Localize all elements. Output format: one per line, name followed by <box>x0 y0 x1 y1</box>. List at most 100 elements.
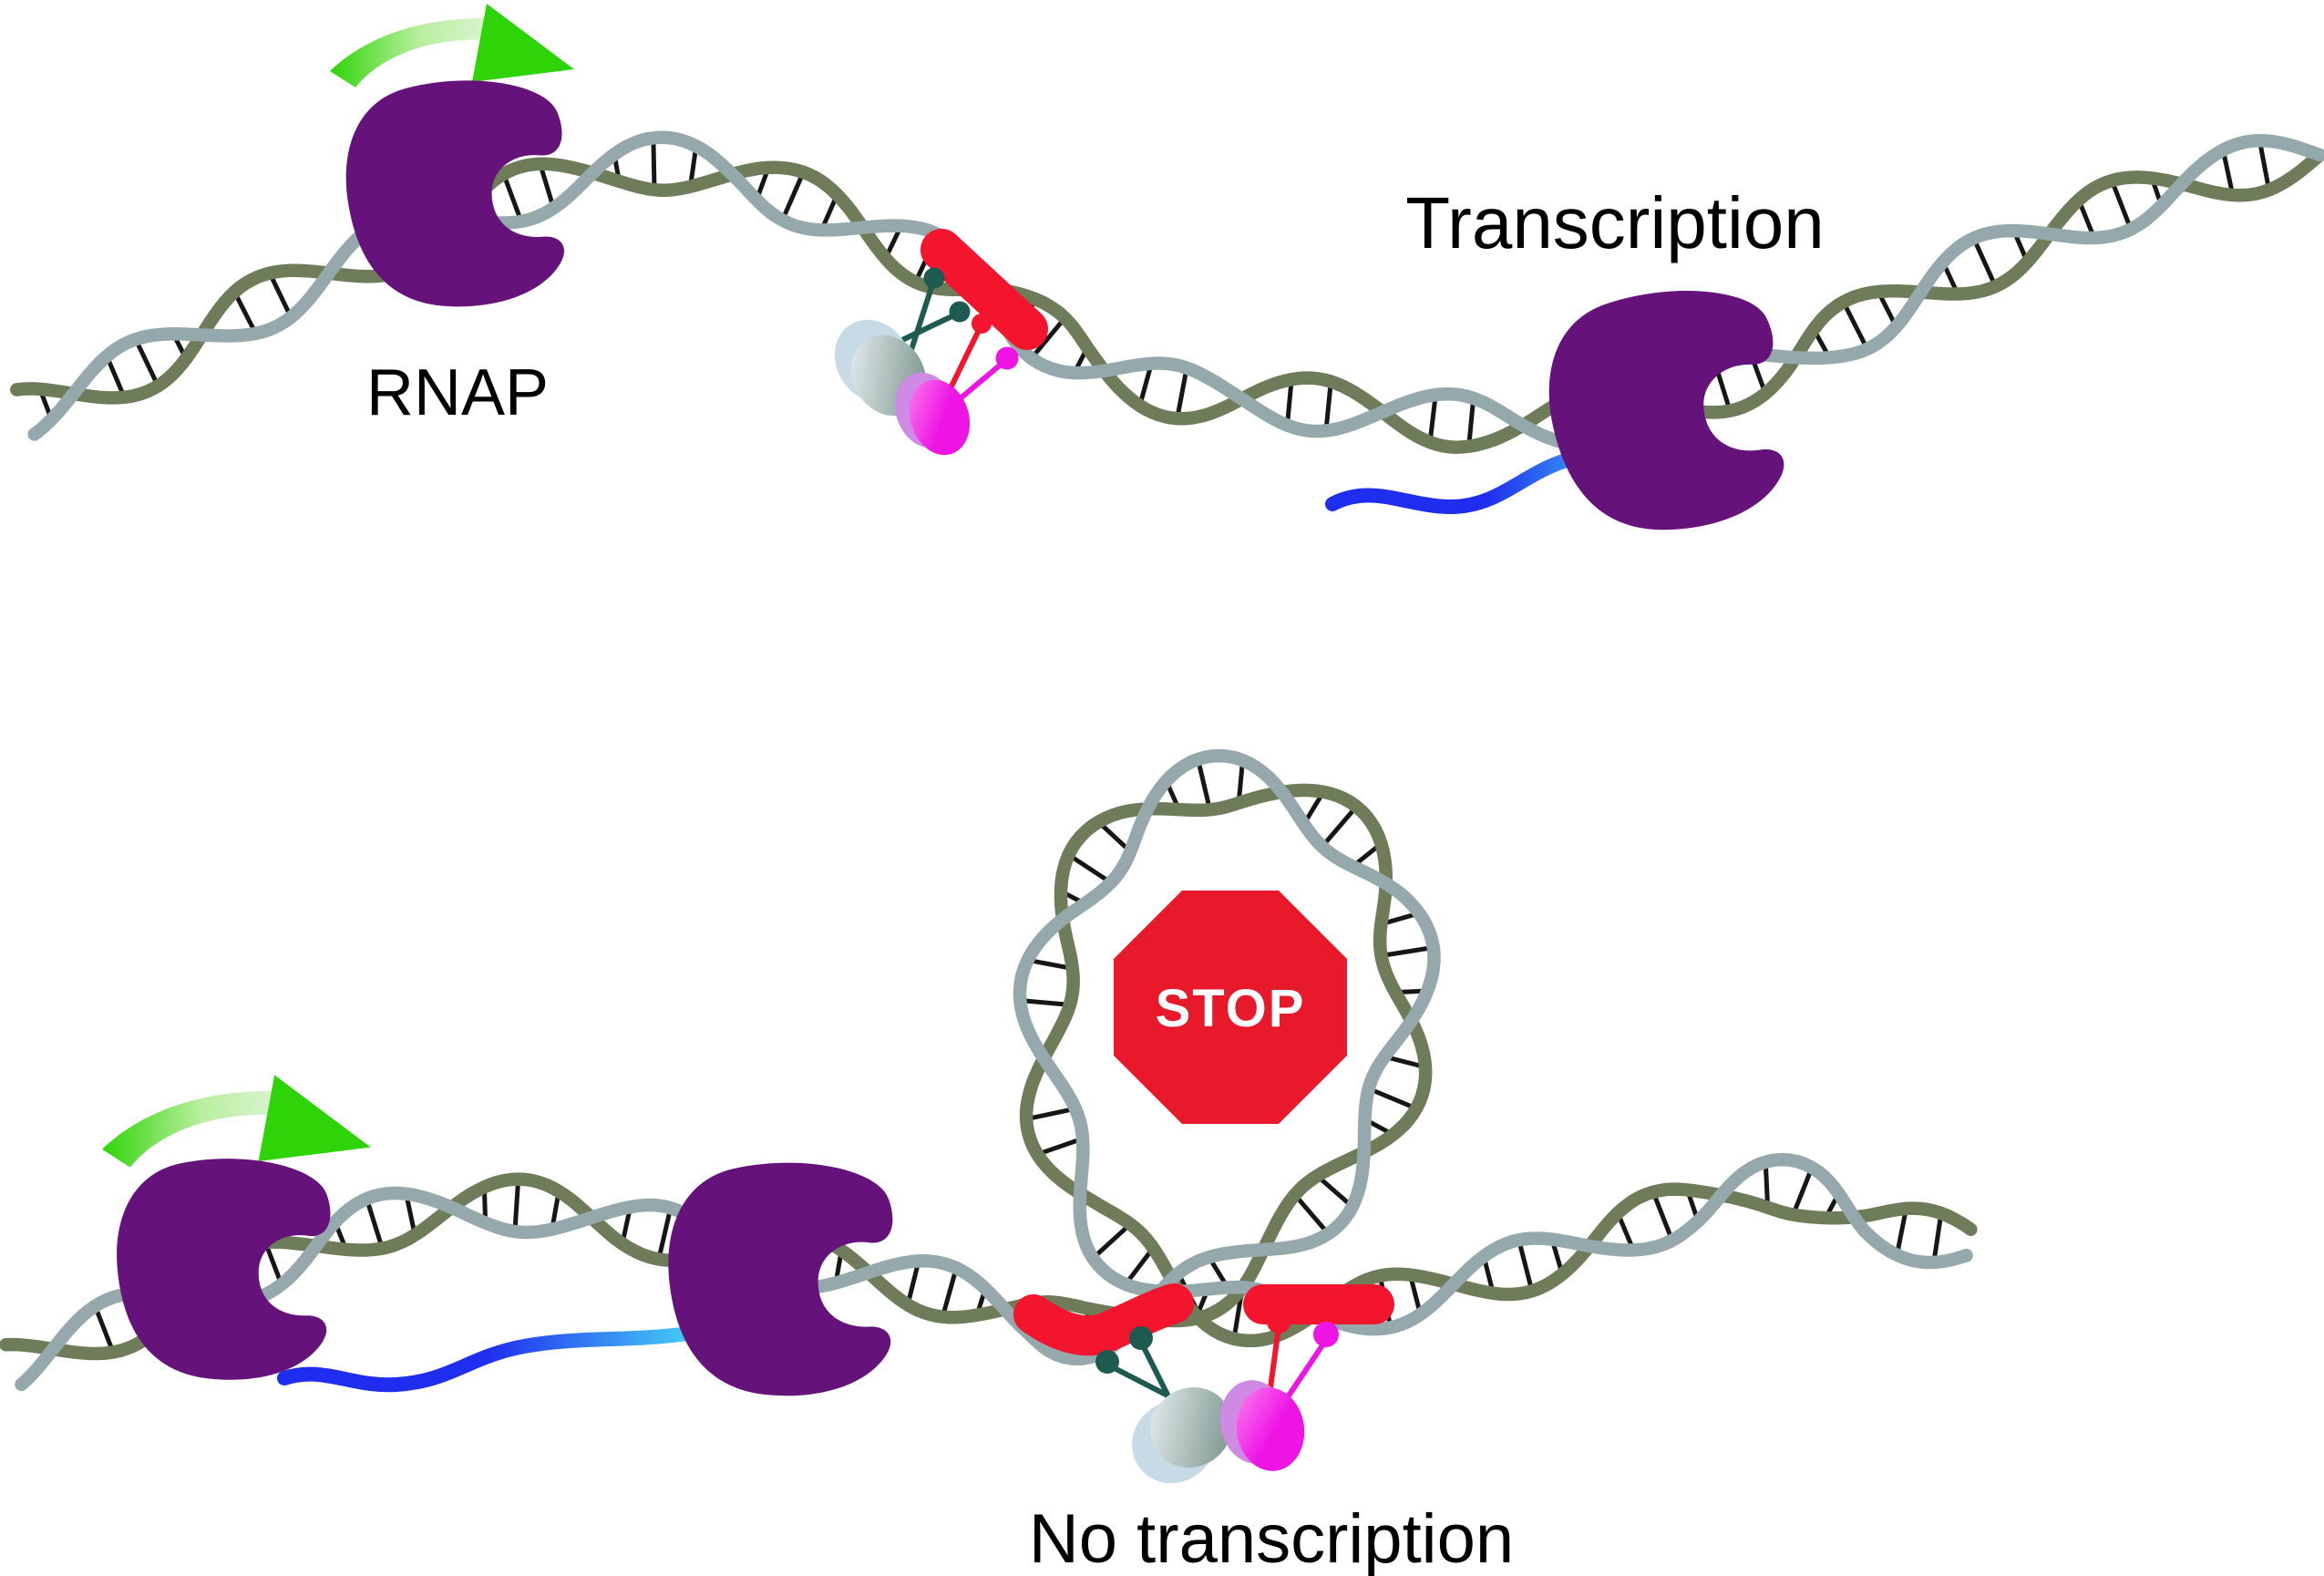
dna-base-pair-rung <box>1482 1259 1495 1291</box>
dna-base-pair-rung <box>820 197 838 228</box>
stop-sign-text: STOP <box>1156 979 1306 1038</box>
magenta-subunit <box>909 379 971 456</box>
dna-base-pair-rung <box>2012 232 2029 260</box>
dna-base-pair-rung <box>1237 764 1245 799</box>
dna-base-pair-rung <box>550 1194 560 1226</box>
dna-base-pair-rung <box>1517 1244 1533 1287</box>
dna-base-pair-rung <box>834 1252 844 1281</box>
teal-domain-dot <box>949 301 971 323</box>
dna-base-pair-rung <box>1813 331 1830 356</box>
dna-base-pair-rung <box>106 359 125 395</box>
dna-base-pair-rung <box>482 1190 488 1220</box>
dna-base-pair-rung <box>1383 912 1416 926</box>
dna-base-pair-rung <box>1932 1218 1943 1258</box>
dna-strand-olive <box>0 783 1978 1361</box>
dna-base-pair-rung <box>1385 945 1429 958</box>
rnap-enzyme-transcribing <box>1533 273 1804 549</box>
dna-base-pair-rung <box>1176 372 1188 415</box>
dna-base-pair-rung <box>503 178 522 218</box>
red-linker <box>946 322 984 395</box>
dna-base-pair-rung <box>512 1184 520 1227</box>
stop-sign: STOP <box>1114 891 1347 1124</box>
dna-base-pair-rung <box>2078 202 2095 235</box>
rnap-label: RNAP <box>366 356 549 429</box>
rna-transcript-bottom <box>277 1326 695 1393</box>
magenta-linker <box>1279 1337 1329 1409</box>
rotation-arrow-icon <box>330 4 574 88</box>
dna-base-pair-rung <box>1764 1166 1770 1203</box>
dna-base-pair-rung <box>1126 1250 1153 1282</box>
dna-base-pair-rung <box>1353 844 1380 867</box>
dna-base-pair-rung <box>1366 1118 1392 1136</box>
dna-base-pair-rung <box>1095 1225 1128 1257</box>
dna-base-pair-rung <box>234 294 256 331</box>
dna-base-pair-rung <box>1398 988 1424 994</box>
dna-base-pair-rung <box>1041 1138 1079 1156</box>
stop-sign-octagon <box>1114 891 1347 1124</box>
dna-base-pair-rung <box>405 1197 416 1231</box>
dna-base-pair-rung <box>756 170 770 198</box>
dna-base-pair-rung <box>539 167 555 205</box>
dna-base-pair-rung <box>1033 320 1064 356</box>
dna-base-pair-rung <box>270 276 292 314</box>
no-transcription-label: No transcription <box>1029 1500 1514 1576</box>
dna-base-pair-rung <box>1617 1215 1634 1248</box>
dna-base-pair-rung <box>782 176 804 217</box>
dna-base-pair-rung <box>2111 184 2132 226</box>
bottom-panel: STOP No transcription <box>0 748 1978 1576</box>
dna-base-pair-rung <box>1324 386 1333 427</box>
teal-domain-dot <box>1095 1350 1119 1374</box>
dna-base-pair-rung <box>1197 763 1211 806</box>
operator-site-left <box>1013 1283 1194 1356</box>
dna-strand-light <box>15 748 1973 1392</box>
dna-base-pair-rung <box>941 1272 958 1313</box>
dna-base-pair-rung <box>1793 1171 1813 1211</box>
dna-base-pair-rung <box>1296 1197 1327 1231</box>
dna-base-pair-rung <box>906 1264 920 1302</box>
dna-base-pair-rung <box>1319 1177 1351 1206</box>
dna-base-pair-rung <box>1409 1278 1422 1312</box>
dna-base-pair-rung <box>1373 1088 1413 1109</box>
gray-subunit <box>1149 1386 1233 1468</box>
dna-base-pair-rung <box>1100 823 1129 850</box>
dna-base-pair-rung <box>1895 1212 1908 1252</box>
dna-base-pair-rung <box>1030 1107 1072 1121</box>
dna-base-pair-rung <box>1466 402 1476 442</box>
red-domain-dot <box>1267 1310 1291 1334</box>
repressor-complex-bottom <box>1095 1310 1339 1484</box>
dna-base-pair-rung <box>885 228 902 256</box>
rotation-arrow-icon <box>102 1075 371 1168</box>
dna-base-pair-rung <box>1877 294 1897 324</box>
dna-base-pair-rung <box>1285 383 1294 421</box>
repressor-complex-top <box>834 267 1019 456</box>
teal-domain-dot <box>1129 1326 1153 1350</box>
magenta-domain-dot <box>995 346 1019 370</box>
dna-helix-bottom-with-loop <box>0 748 1978 1392</box>
dna-base-pair-rung <box>1303 793 1324 822</box>
dna-base-pair-rung <box>1973 242 1996 283</box>
dna-base-pair-rung <box>621 1210 632 1241</box>
teal-domain-dot <box>923 267 945 289</box>
dna-base-pair-rung <box>1686 1191 1700 1220</box>
dna-base-pair-rung <box>264 1245 283 1282</box>
dna-base-pair-rung <box>2221 153 2235 191</box>
dna-base-pair-rung <box>1138 366 1153 403</box>
dna-base-pair-rung <box>365 1202 384 1244</box>
dna-base-pair-rung <box>1652 1196 1673 1237</box>
magenta-domain-dot <box>1313 1322 1339 1347</box>
red-domain-dot <box>972 314 992 334</box>
dna-base-pair-rung <box>1550 1241 1564 1272</box>
dna-base-pair-rung <box>1024 998 1065 1007</box>
dna-base-pair-rung <box>688 149 698 183</box>
dna-base-pair-rung <box>1428 399 1438 438</box>
dna-base-pair-rung <box>1844 305 1867 345</box>
dna-base-pair-rung <box>657 1212 672 1255</box>
dna-base-pair-rung <box>1942 263 1959 293</box>
dna-base-pair-rung <box>94 1309 114 1349</box>
dna-base-pair-rung <box>1323 809 1355 845</box>
magenta-subunit <box>1236 1387 1305 1471</box>
dna-base-pair-rung <box>651 142 657 185</box>
dna-base-pair-rung <box>38 391 53 417</box>
